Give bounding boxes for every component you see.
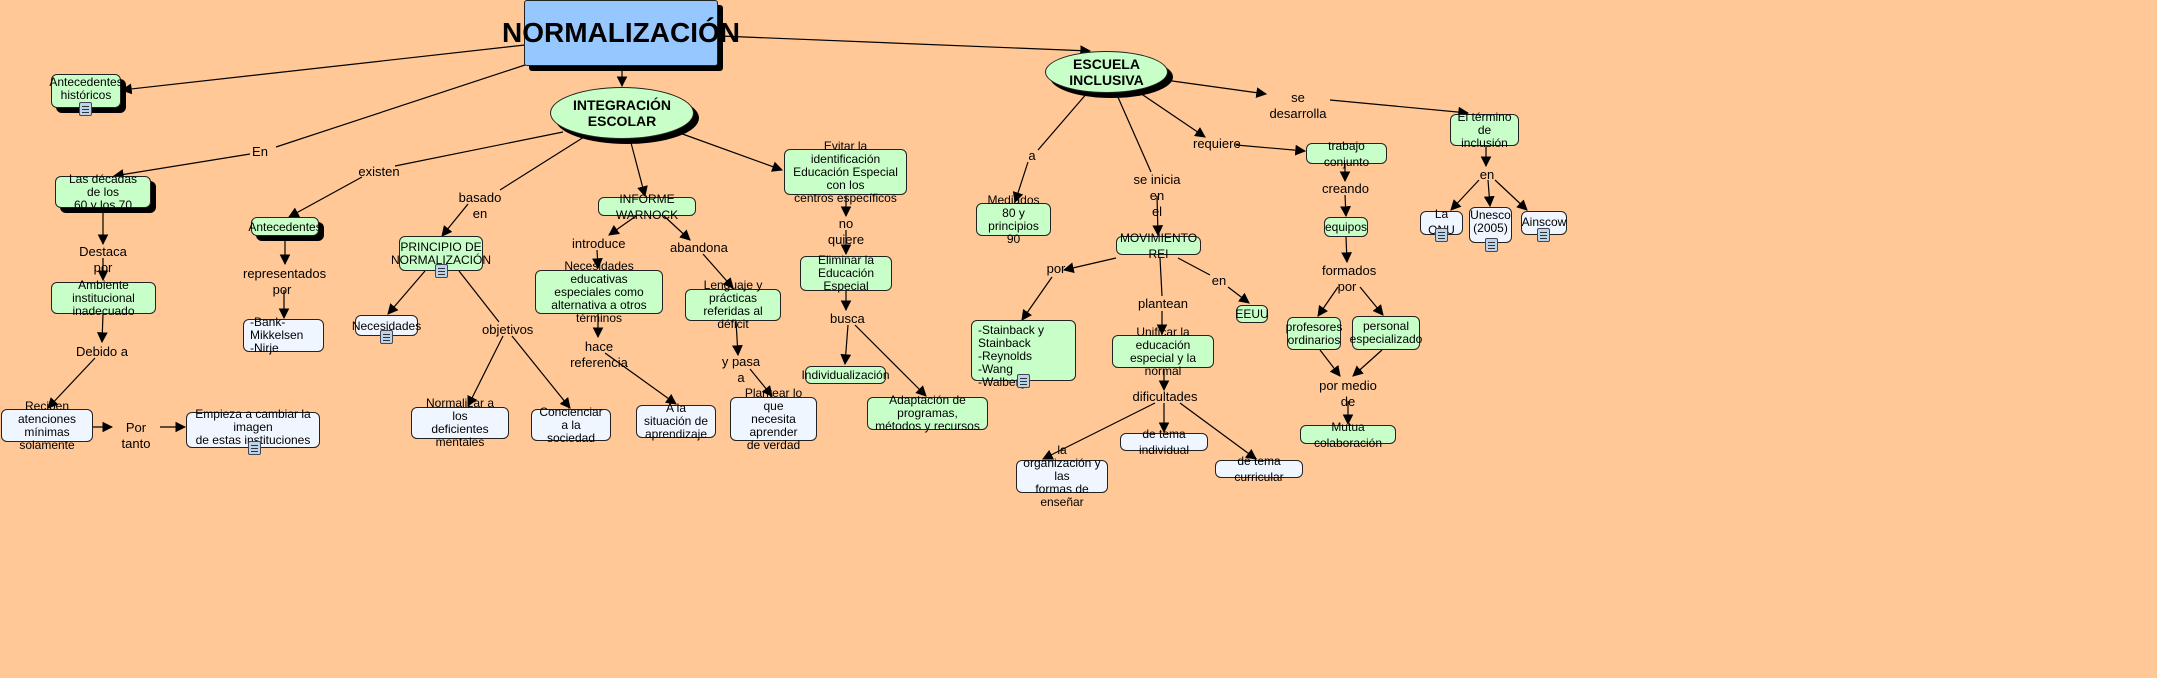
concept-concienciar[interactable]: Concienciar a la sociedad (531, 405, 611, 444)
concept-plantear[interactable]: Plantear lo que necesita aprender de ver… (730, 386, 817, 451)
document-icon[interactable] (435, 264, 448, 278)
link-a: a (1028, 148, 1036, 163)
link-hace-referencia: hace referencia (570, 339, 628, 370)
concept-eeuu[interactable]: EEUU (1235, 305, 1269, 323)
concept-unificar[interactable]: Unificar la educación especial y la norm… (1112, 325, 1214, 377)
concept-label: Ainscow (1521, 215, 1567, 229)
concept-normalizacion[interactable]: NORMALIZACIÓN (502, 0, 740, 66)
concept-stainback[interactable]: -Stainback y Stainback -Reynolds -Wang -… (971, 320, 1076, 389)
concept-informe-warnock[interactable]: INFORME WARNOCK (598, 192, 696, 222)
concept-eliminar[interactable]: Eliminar la Educación Especial (800, 254, 892, 293)
concept-escuela-inclusiva[interactable]: ESCUELA INCLUSIVA (1045, 51, 1168, 93)
link-plantean: plantean (1138, 296, 1188, 311)
link-formados-por: formados por (1322, 263, 1377, 294)
concept-reciben[interactable]: Reciben atenciones mínimas solamente (1, 399, 93, 451)
concept-decadas[interactable]: Las décadas de los 60 y los 70 (55, 172, 151, 211)
concept-evitar[interactable]: Evitar la identificación Educación Espec… (784, 139, 907, 204)
document-icon[interactable] (79, 102, 92, 116)
link-dificultades: dificultades (1132, 389, 1198, 404)
concept-normalizar[interactable]: Normalizar a los deficientes mentales (411, 397, 509, 449)
link-requiere: requiere (1193, 136, 1241, 151)
link-abandona: abandona (670, 240, 728, 255)
document-icon[interactable] (248, 441, 261, 455)
link-por-medio-de: por medio de (1319, 378, 1377, 409)
concept-antecedentes-historicos[interactable]: Antecedentes históricos (49, 74, 123, 108)
link-se-inicia-en-el: se inicia en el (1133, 172, 1181, 219)
concept-personal[interactable]: personal especializado (1350, 316, 1422, 350)
document-icon[interactable] (1537, 228, 1550, 242)
link-en-inclusion: en (1479, 167, 1495, 182)
concept-label: Unesco (2005) (1470, 208, 1511, 235)
document-icon[interactable] (1435, 228, 1448, 242)
concept-movimiento-rei[interactable]: MOVIMIENTO REI (1116, 231, 1201, 261)
concept-antecedentes[interactable]: Antecedentes (248, 217, 322, 236)
link-busca: busca (830, 311, 865, 326)
document-icon[interactable] (1017, 374, 1030, 388)
link-se-desarrolla: se desarrolla (1269, 90, 1327, 121)
concept-adaptacion[interactable]: Adaptación de programas, métodos y recur… (867, 394, 988, 433)
link-y-pasa-a: y pasa a (721, 354, 761, 385)
link-creando: creando (1322, 181, 1369, 196)
concept-profesores[interactable]: profesores ordinarios (1286, 317, 1342, 350)
link-por-tanto: Por tanto (121, 420, 151, 451)
link-en-eeuu: en (1211, 273, 1227, 288)
concept-tema-curricular[interactable]: de tema curricular (1215, 454, 1303, 484)
link-por: por (1046, 261, 1066, 276)
link-debido-a: Debido a (75, 344, 129, 359)
concept-mediados[interactable]: Mediados 80 y principios 90 (976, 193, 1051, 245)
document-icon[interactable] (1485, 238, 1498, 252)
link-objetivos: objetivos (482, 322, 534, 337)
link-existen: existen (358, 164, 400, 179)
link-representados-por: representados por (243, 266, 327, 297)
document-icon[interactable] (380, 330, 393, 344)
concept-nee[interactable]: Necesidades educativas especiales como a… (535, 259, 663, 324)
concept-integracion-escolar[interactable]: INTEGRACIÓN ESCOLAR (550, 87, 694, 139)
concept-bank-nirje[interactable]: -Bank-Mikkelsen -Nirje (243, 316, 324, 355)
concept-label: Antecedentes históricos (49, 75, 123, 102)
link-basado-en: basado en (458, 190, 502, 221)
link-no-quiere: no quiere (827, 216, 865, 247)
concept-equipos[interactable]: equipos (1324, 217, 1368, 237)
concept-mutua[interactable]: Mutua colaboración (1300, 420, 1396, 450)
concept-ambiente[interactable]: Ambiente institucional inadecuado (51, 278, 156, 317)
link-introduce: introduce (572, 236, 626, 251)
link-en: En (252, 144, 268, 159)
concept-unesco[interactable]: Unesco (2005) (1469, 207, 1512, 243)
concept-trabajo-conjunto[interactable]: trabajo conjunto (1306, 139, 1387, 169)
concept-organizacion[interactable]: la organización y las formas de enseñar (1016, 444, 1108, 509)
concept-tema-individual[interactable]: de tema individual (1120, 427, 1208, 457)
concept-individualizacion[interactable]: Individualización (801, 366, 890, 384)
link-destaca-por: Destaca por (79, 244, 127, 275)
concept-termino-inclusion[interactable]: El término de inclusión (1450, 110, 1519, 149)
concept-lenguaje[interactable]: Lenguaje y prácticas referidas al défici… (685, 279, 781, 331)
concept-situacion[interactable]: A la situación de aprendizaje (636, 402, 716, 441)
